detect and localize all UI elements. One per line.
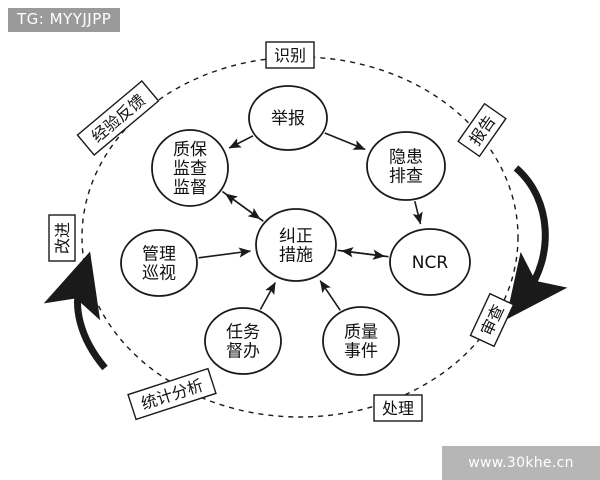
node-label: 质量 — [344, 323, 378, 343]
node-shape — [255, 208, 337, 282]
node-label: 纠正 — [279, 227, 313, 247]
node-jubao: 举报 — [248, 85, 328, 151]
stage-label-box — [127, 367, 217, 421]
node-shape — [120, 229, 198, 297]
tg-watermark-badge: TG: MYYJJPP — [8, 8, 121, 32]
node-shape — [151, 129, 229, 207]
arrow-jubao-to-yinhuan — [324, 132, 366, 151]
node-label: 巡视 — [142, 264, 176, 284]
stage-label-chuli: 处理 — [373, 394, 423, 422]
node-shape — [204, 307, 282, 375]
node-label: 排查 — [389, 167, 423, 187]
node-label: 隐患 — [389, 148, 423, 168]
arrow-jiuzheng-to-zhibao — [225, 193, 264, 222]
right-cycle-arrow — [505, 165, 568, 320]
stage-label-text: 处理 — [382, 399, 414, 418]
node-shape — [389, 228, 471, 296]
node-label: 举报 — [271, 109, 305, 129]
stage-label-box — [265, 41, 315, 69]
node-shape — [248, 85, 328, 151]
node-label: 监查 — [173, 159, 207, 179]
arrow-layer — [198, 132, 423, 311]
stage-label-shibie: 识别 — [265, 41, 315, 69]
stage-label-baogao: 报告 — [457, 102, 507, 158]
node-label: NCR — [412, 253, 449, 273]
arrow-jubao-to-zhibao — [228, 135, 254, 149]
left-cycle-arrow — [43, 251, 108, 371]
stage-label-text: 识别 — [274, 46, 306, 65]
stage-label-gaijin: 改进 — [48, 214, 76, 262]
stage-label-tongji: 统计分析 — [127, 367, 217, 421]
arrow-renwu-to-jiuzheng — [259, 282, 277, 310]
node-label: 任务 — [226, 323, 260, 343]
arrow-ncr-to-jiuzheng — [341, 247, 389, 258]
node-shape — [322, 306, 400, 376]
arrow-zhiliang-to-jiuzheng — [319, 280, 341, 311]
stage-label-box — [457, 102, 507, 158]
node-ncr: NCR — [389, 228, 471, 296]
stage-label-box — [469, 292, 515, 348]
stage-label-box — [373, 394, 423, 422]
node-label: 措施 — [279, 246, 313, 266]
node-label: 事件 — [344, 342, 378, 362]
stage-label-shencha: 审查 — [469, 292, 515, 348]
outer-cycle-boundary — [81, 56, 519, 418]
stage-label-box — [48, 214, 76, 262]
node-shape — [366, 131, 446, 201]
stage-label-jingyan: 经验反馈 — [76, 80, 160, 156]
stage-label-text: 改进 — [53, 222, 72, 254]
node-label: 管理 — [142, 245, 176, 265]
node-label: 督办 — [226, 342, 260, 362]
node-label: 监督 — [173, 178, 207, 198]
stage-label-box — [76, 80, 160, 156]
node-label: 质保 — [173, 140, 207, 160]
arrow-yinhuan-to-ncr — [412, 201, 423, 225]
site-watermark: www.30khe.cn — [442, 446, 600, 480]
arrow-guanli-to-jiuzheng — [198, 247, 251, 259]
